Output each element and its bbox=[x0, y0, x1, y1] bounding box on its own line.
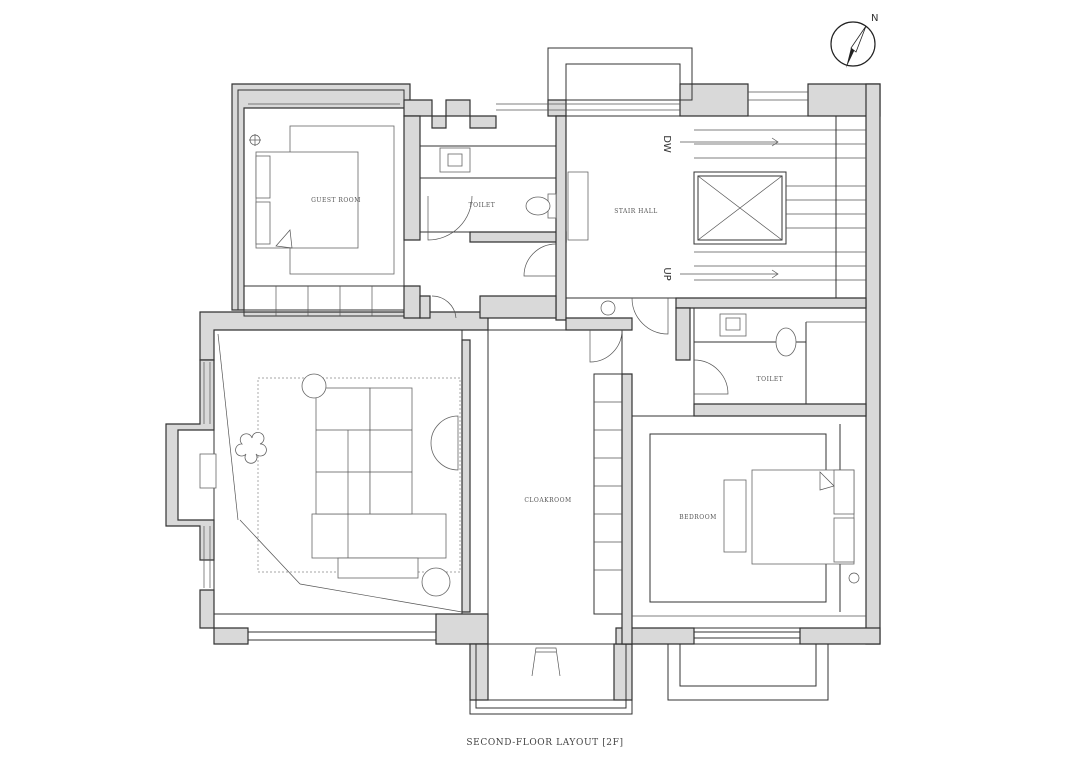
stair-treads bbox=[680, 116, 866, 298]
doors bbox=[427, 195, 729, 395]
plan-caption: SECOND-FLOOR LAYOUT [2F] bbox=[466, 738, 623, 748]
label-guest-room: GUEST ROOM bbox=[311, 197, 361, 204]
label-toilet-right: TOILET bbox=[757, 376, 784, 383]
room-labels: GUEST ROOM TOILET STAIR HALL CLOAKROOM T… bbox=[311, 135, 783, 521]
interior-lines bbox=[203, 47, 867, 715]
stair-up-label: UP bbox=[661, 267, 672, 280]
bedroom-bed bbox=[723, 469, 860, 584]
stair-down-label: DW bbox=[661, 135, 672, 153]
north-arrow-icon: N bbox=[830, 13, 878, 68]
label-stair-hall: STAIR HALL bbox=[614, 208, 657, 215]
guest-bed bbox=[249, 125, 395, 275]
label-cloakroom: CLOAKROOM bbox=[524, 497, 571, 504]
label-toilet-upper: TOILET bbox=[469, 202, 496, 209]
label-bedroom: BEDROOM bbox=[679, 514, 717, 521]
sofa-set bbox=[199, 373, 459, 597]
walls bbox=[165, 83, 881, 701]
north-label: N bbox=[871, 13, 878, 24]
furniture bbox=[199, 125, 860, 677]
